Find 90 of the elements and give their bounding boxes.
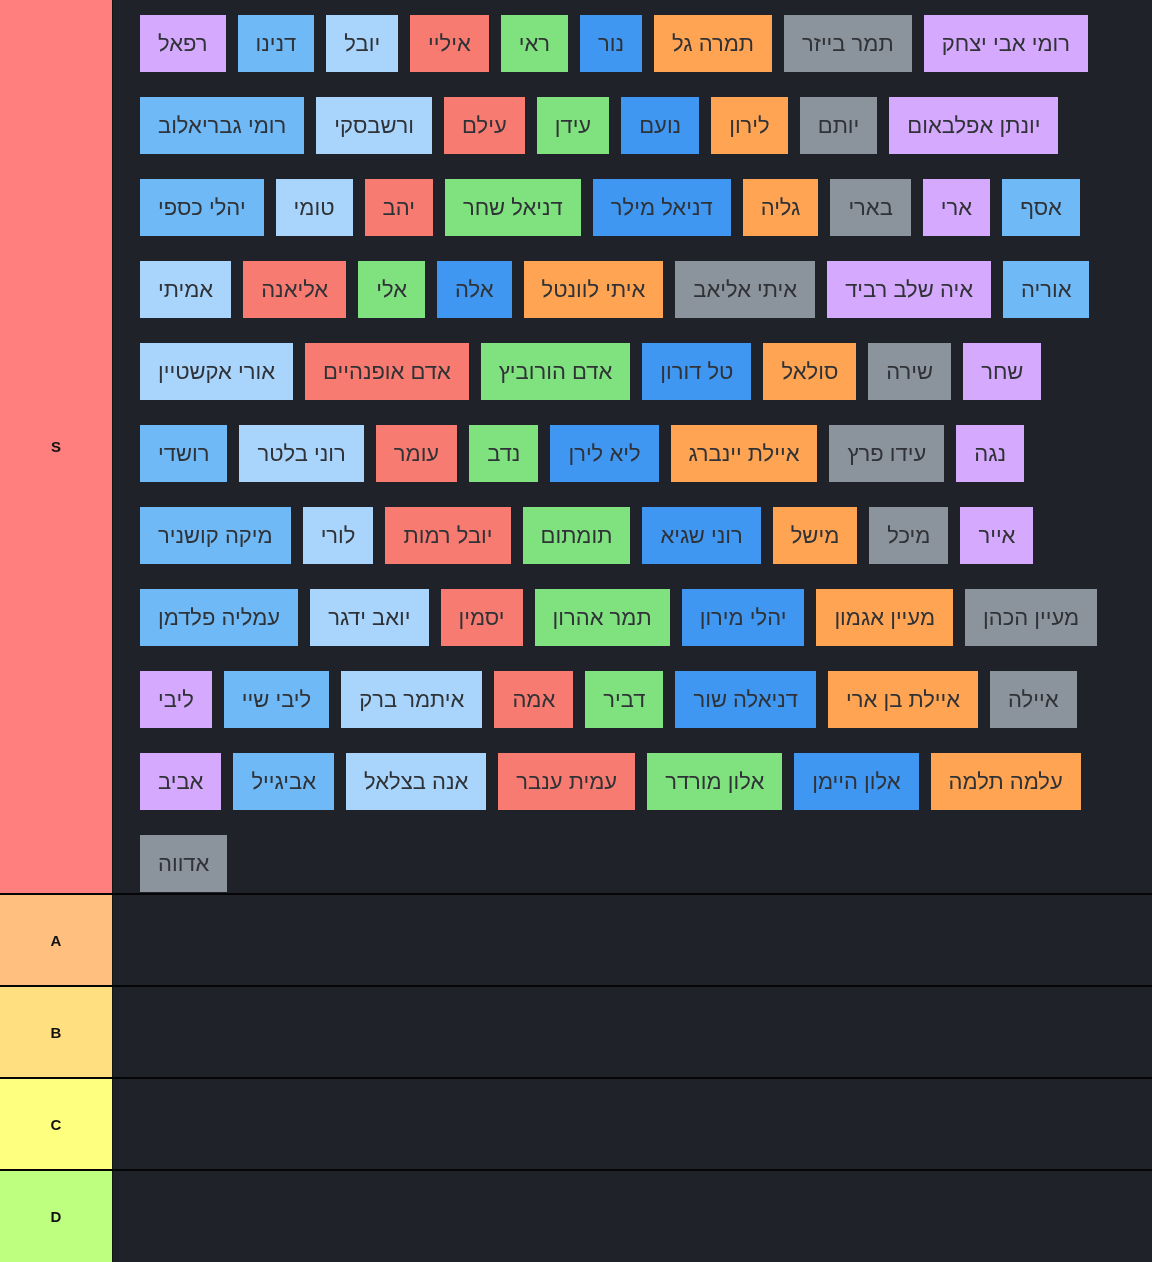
name-tile: יסמין: [440, 589, 523, 646]
name-tile: רושדי: [140, 425, 228, 482]
name-tile: יובל: [326, 15, 399, 72]
name-tile: ורשבסקי: [316, 97, 433, 154]
name-tile: מיקה קושניר: [140, 507, 291, 564]
tier-row: [0, 0, 1152, 895]
name-tile: סולאל: [763, 343, 857, 400]
name-tile: רוני שגיא: [642, 507, 761, 564]
name-tile: תומתום: [522, 507, 631, 564]
name-tile: איילה: [990, 671, 1077, 728]
tier-label: A: [0, 895, 113, 985]
name-tile: עומר: [375, 425, 458, 482]
name-tile: אלה: [436, 261, 512, 318]
name-tile: לירון: [711, 97, 788, 154]
tier-label: B: [0, 987, 113, 1077]
name-tile: אורי אקשטיין: [140, 343, 294, 400]
name-tile: תמר בייזר: [784, 15, 912, 72]
name-tile: אמה: [494, 671, 574, 728]
name-tile: מיכל: [869, 507, 949, 564]
name-tile: מישל: [772, 507, 858, 564]
name-tile: יובל רמות: [385, 507, 511, 564]
name-tile: נור: [580, 15, 643, 72]
name-tile: נדב: [469, 425, 539, 482]
name-tile: רומי גבריאלוב: [140, 97, 305, 154]
name-tile: אדם הורוביץ: [480, 343, 631, 400]
name-tile: נגה: [956, 425, 1025, 482]
name-tile: עמליה פלדמן: [140, 589, 299, 646]
tier-row: [0, 1079, 1152, 1171]
name-tile: בארי: [830, 179, 911, 236]
name-tile: אלון מורדר: [647, 753, 783, 810]
name-tile: יהלי מירון: [681, 589, 805, 646]
name-tile: תמרה גל: [654, 15, 773, 72]
name-tile: יהב: [364, 179, 433, 236]
name-tile: אדווה: [140, 835, 228, 892]
name-tile: תמר אהרון: [534, 589, 670, 646]
tier-label: D: [0, 1171, 113, 1262]
name-tile: איילת בן ארי: [828, 671, 979, 728]
name-tile: אביב: [140, 753, 222, 810]
name-tile: אוריה: [1003, 261, 1090, 318]
name-tile: נועם: [621, 97, 700, 154]
name-tile: עלמה תלמה: [930, 753, 1081, 810]
tier-row: [0, 987, 1152, 1079]
tier-label: C: [0, 1079, 113, 1169]
name-tile: רומי אבי יצחק: [923, 15, 1089, 72]
name-tile: דניאל שחר: [444, 179, 581, 236]
name-tile: רפאל: [140, 15, 226, 72]
name-tile: איתי אליאב: [675, 261, 816, 318]
name-tile: איתי לוונטל: [523, 261, 664, 318]
name-tile: טומי: [275, 179, 353, 236]
name-tile: שירה: [868, 343, 952, 400]
name-tile: גליה: [742, 179, 819, 236]
name-tile: אליאנה: [243, 261, 347, 318]
name-tile: יונתן אפלבאום: [889, 97, 1059, 154]
name-tile: איילת יינברג: [670, 425, 818, 482]
name-tile: דניאלה שור: [675, 671, 817, 728]
name-tile: עידו פרץ: [829, 425, 945, 482]
name-tile: יהלי כספי: [140, 179, 264, 236]
name-tile: אלון היימן: [794, 753, 919, 810]
name-tile: ראי: [500, 15, 568, 72]
name-tile: עילם: [444, 97, 525, 154]
name-tile: עמית ענבר: [498, 753, 636, 810]
name-tile: רוני בלטר: [239, 425, 364, 482]
name-tile: אייר: [960, 507, 1034, 564]
name-tile: אנה בצלאל: [346, 753, 487, 810]
tier-row: [0, 1171, 1152, 1262]
name-tile: אלי: [358, 261, 425, 318]
name-tile: מעיין הכהן: [965, 589, 1098, 646]
name-tile: טל דורון: [642, 343, 752, 400]
name-tile: ליבי: [140, 671, 212, 728]
tier-label: S: [0, 0, 113, 893]
name-tile: ליא לירן: [550, 425, 659, 482]
name-tile: אביגייל: [233, 753, 335, 810]
name-tile: ליבי שיי: [223, 671, 330, 728]
name-tile: יותם: [799, 97, 878, 154]
name-tile: יואב ידגר: [310, 589, 429, 646]
tier-row: [0, 895, 1152, 987]
name-tile: אמיתי: [140, 261, 232, 318]
name-tile: דביר: [585, 671, 664, 728]
name-tile: איליי: [410, 15, 489, 72]
name-tile: לורי: [302, 507, 374, 564]
name-tile: ארי: [922, 179, 991, 236]
name-tile: עידן: [536, 97, 610, 154]
name-tile: איה שלב רביד: [827, 261, 991, 318]
name-tile: אסף: [1002, 179, 1080, 236]
name-tile: שחר: [963, 343, 1042, 400]
name-tile: מעיין אגמון: [816, 589, 954, 646]
name-tile: איתמר ברק: [341, 671, 483, 728]
name-tile: דניאל מילר: [592, 179, 731, 236]
name-tile: דנינו: [237, 15, 315, 72]
name-tile: אדם אופנהיים: [305, 343, 469, 400]
